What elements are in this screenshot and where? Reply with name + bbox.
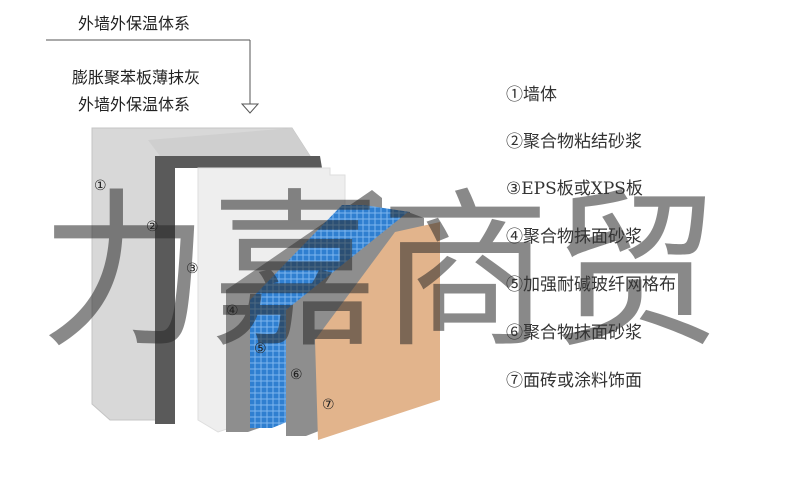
- legend-item-1: ①墙体: [506, 85, 557, 105]
- system-title: 外墙外保温体系: [78, 14, 191, 33]
- layer-wall-side: [148, 128, 310, 156]
- legend-item-7: ⑦面砖或涂料饰面: [506, 371, 642, 391]
- legend-item-6: ⑥聚合物抹面砂浆: [506, 323, 642, 343]
- legend-item-4: ④聚合物抹面砂浆: [506, 227, 642, 247]
- marker-7: ⑦: [322, 397, 335, 413]
- layer-adhesive: [155, 156, 322, 424]
- marker-2: ②: [146, 219, 159, 235]
- marker-6: ⑥: [290, 367, 303, 383]
- legend-item-2: ②聚合物粘结砂浆: [506, 132, 642, 152]
- subtitle-line1: 膨胀聚苯板薄抹灰: [72, 68, 201, 87]
- subtitle-line2: 外墙外保温体系: [78, 95, 191, 114]
- legend-item-3: ③EPS板或XPS板: [506, 179, 643, 199]
- layer-finish: [315, 222, 440, 440]
- marker-3: ③: [186, 261, 199, 277]
- marker-4: ④: [226, 303, 239, 319]
- pointer-arrow-icon: [240, 103, 260, 114]
- marker-5: ⑤: [254, 341, 267, 357]
- legend-item-5: ⑤加强耐碱玻纤网格布: [506, 275, 676, 295]
- marker-1: ①: [94, 178, 107, 194]
